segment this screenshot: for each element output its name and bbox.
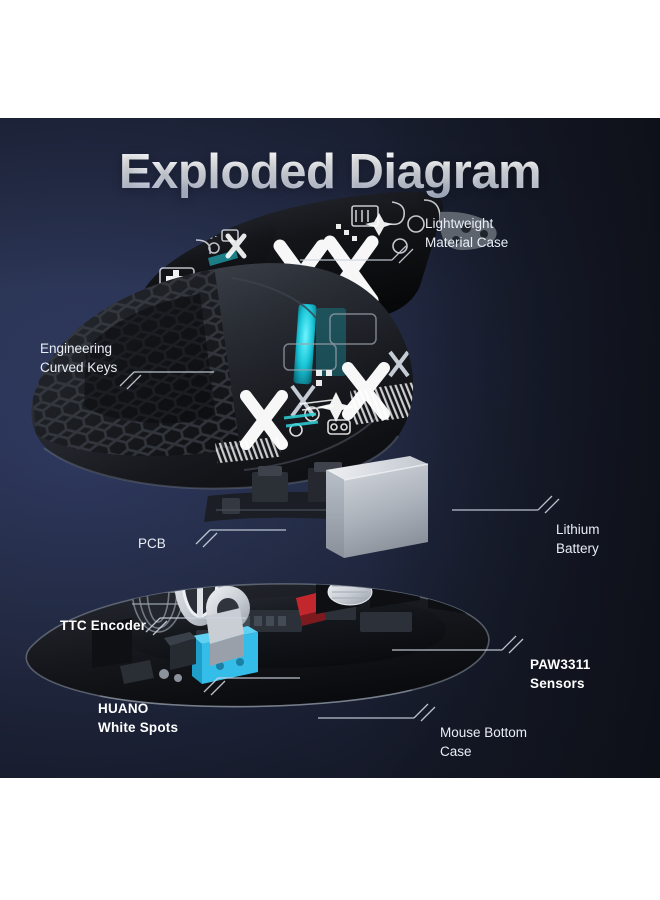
label-line: Lightweight [425,216,494,231]
paw3311-sensor-part [327,583,373,606]
label-line: Lithium [556,522,600,537]
exploded-mouse-illustration [25,191,497,708]
label-line: Material Case [425,234,509,250]
label-mouse-bottom-case: Mouse Bottom Case [440,724,527,761]
label-line: Battery [556,540,599,556]
label-line: Case [440,743,472,759]
label-engineering-curved-keys: Engineering Curved Keys [40,340,117,377]
dark-panel: Exploded Diagram Lightweight Material Ca… [0,118,660,778]
label-ttc-encoder: TTC Encoder [60,617,146,636]
label-huano-white-spots: HUANO White Spots [98,700,178,737]
label-lithium-battery: Lithium Battery [556,521,600,558]
label-line: TTC Encoder [60,618,147,633]
label-line: PCB [138,536,166,551]
label-line: HUANO [98,701,149,716]
label-lightweight-material-case: Lightweight Material Case [425,215,508,252]
label-pcb: PCB [138,535,166,554]
lithium-battery-part [326,456,429,558]
label-line: White Spots [98,719,179,735]
label-line: Engineering [40,341,113,356]
mouse-bottom-case-part [25,583,490,708]
label-line: Curved Keys [40,359,118,375]
label-line: Mouse Bottom [440,725,528,740]
label-line: Sensors [530,675,585,691]
label-line: PAW3311 [530,657,591,672]
label-paw3311-sensors: PAW3311 Sensors [530,656,590,693]
page-title: Exploded Diagram [0,144,660,200]
